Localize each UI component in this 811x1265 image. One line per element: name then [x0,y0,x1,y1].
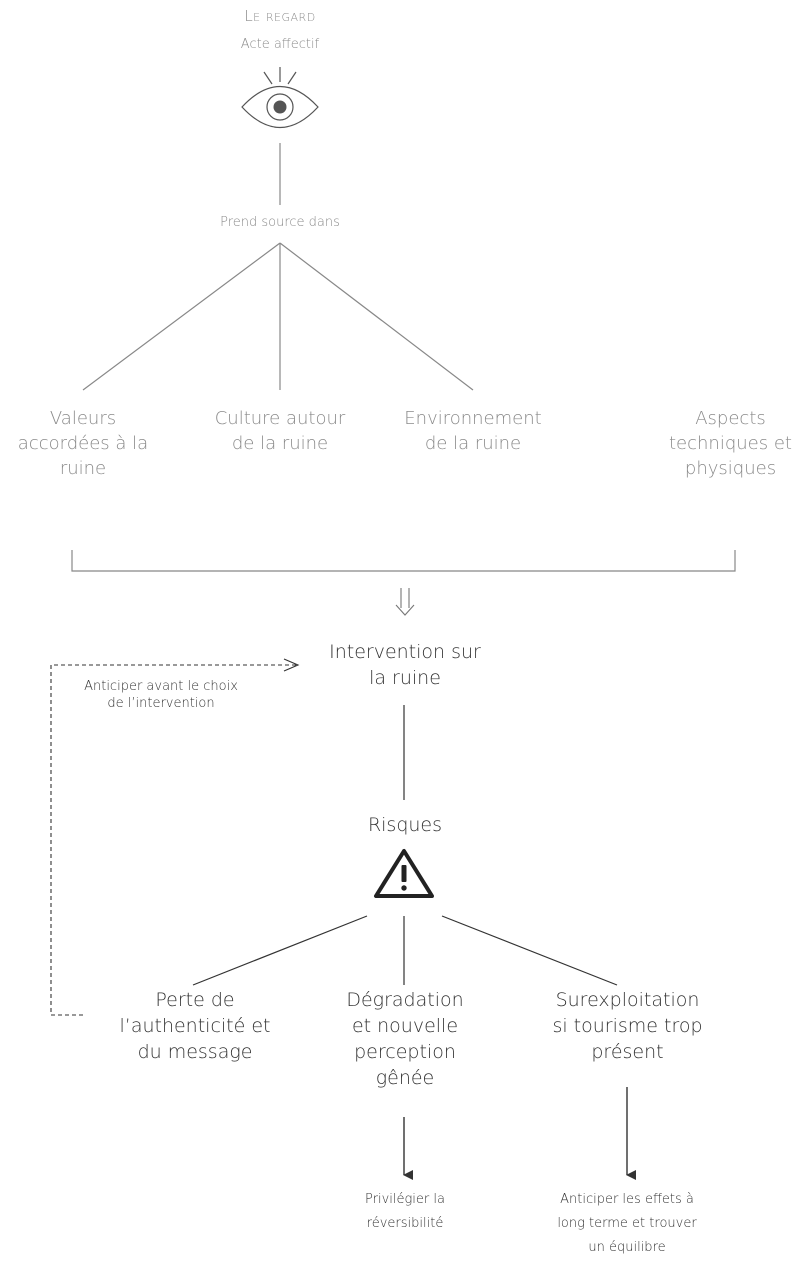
source-aspects: Aspects techniques et physiques [669,408,792,479]
warning-triangle-icon [374,849,434,898]
grouping-bracket [71,550,736,572]
header-subtitle: Acte affectif [240,37,320,52]
source-label: Prend source dans [220,215,340,230]
fan-line-valeurs [82,242,281,391]
double-arrow-down-icon [395,588,415,616]
source-culture: Culture autour de la ruine [214,408,346,454]
risk-perte: Perte de l’authenticité et du message [119,989,271,1063]
action-equilibre: Anticiper les effets à long terme et tro… [557,1192,697,1255]
risk-degradation: Dégradation et nouvelle perception gênée [346,989,464,1089]
source-environnement: Environnement de la ruine [404,408,542,454]
header-title: Le regard [244,7,316,25]
risk-line-perte [192,915,368,986]
source-valeurs: Valeurs accordées à la ruine [17,408,149,479]
feedback-note: Anticiper avant le choix de l’interventi… [84,679,238,711]
risks-label: Risques [367,814,443,836]
eye-icon [241,67,319,129]
risk-surexploitation: Surexploitation si tourisme trop présent [552,989,703,1063]
action-reversibilite: Privilégier la réversibilité [365,1192,445,1231]
intervention-label: Intervention sur la ruine [329,641,481,689]
risk-line-surexploitation [441,915,618,986]
feedback-arrow-head [283,658,300,672]
feedback-dashed-arrow [50,664,296,1016]
fan-line-environnement [279,242,474,391]
